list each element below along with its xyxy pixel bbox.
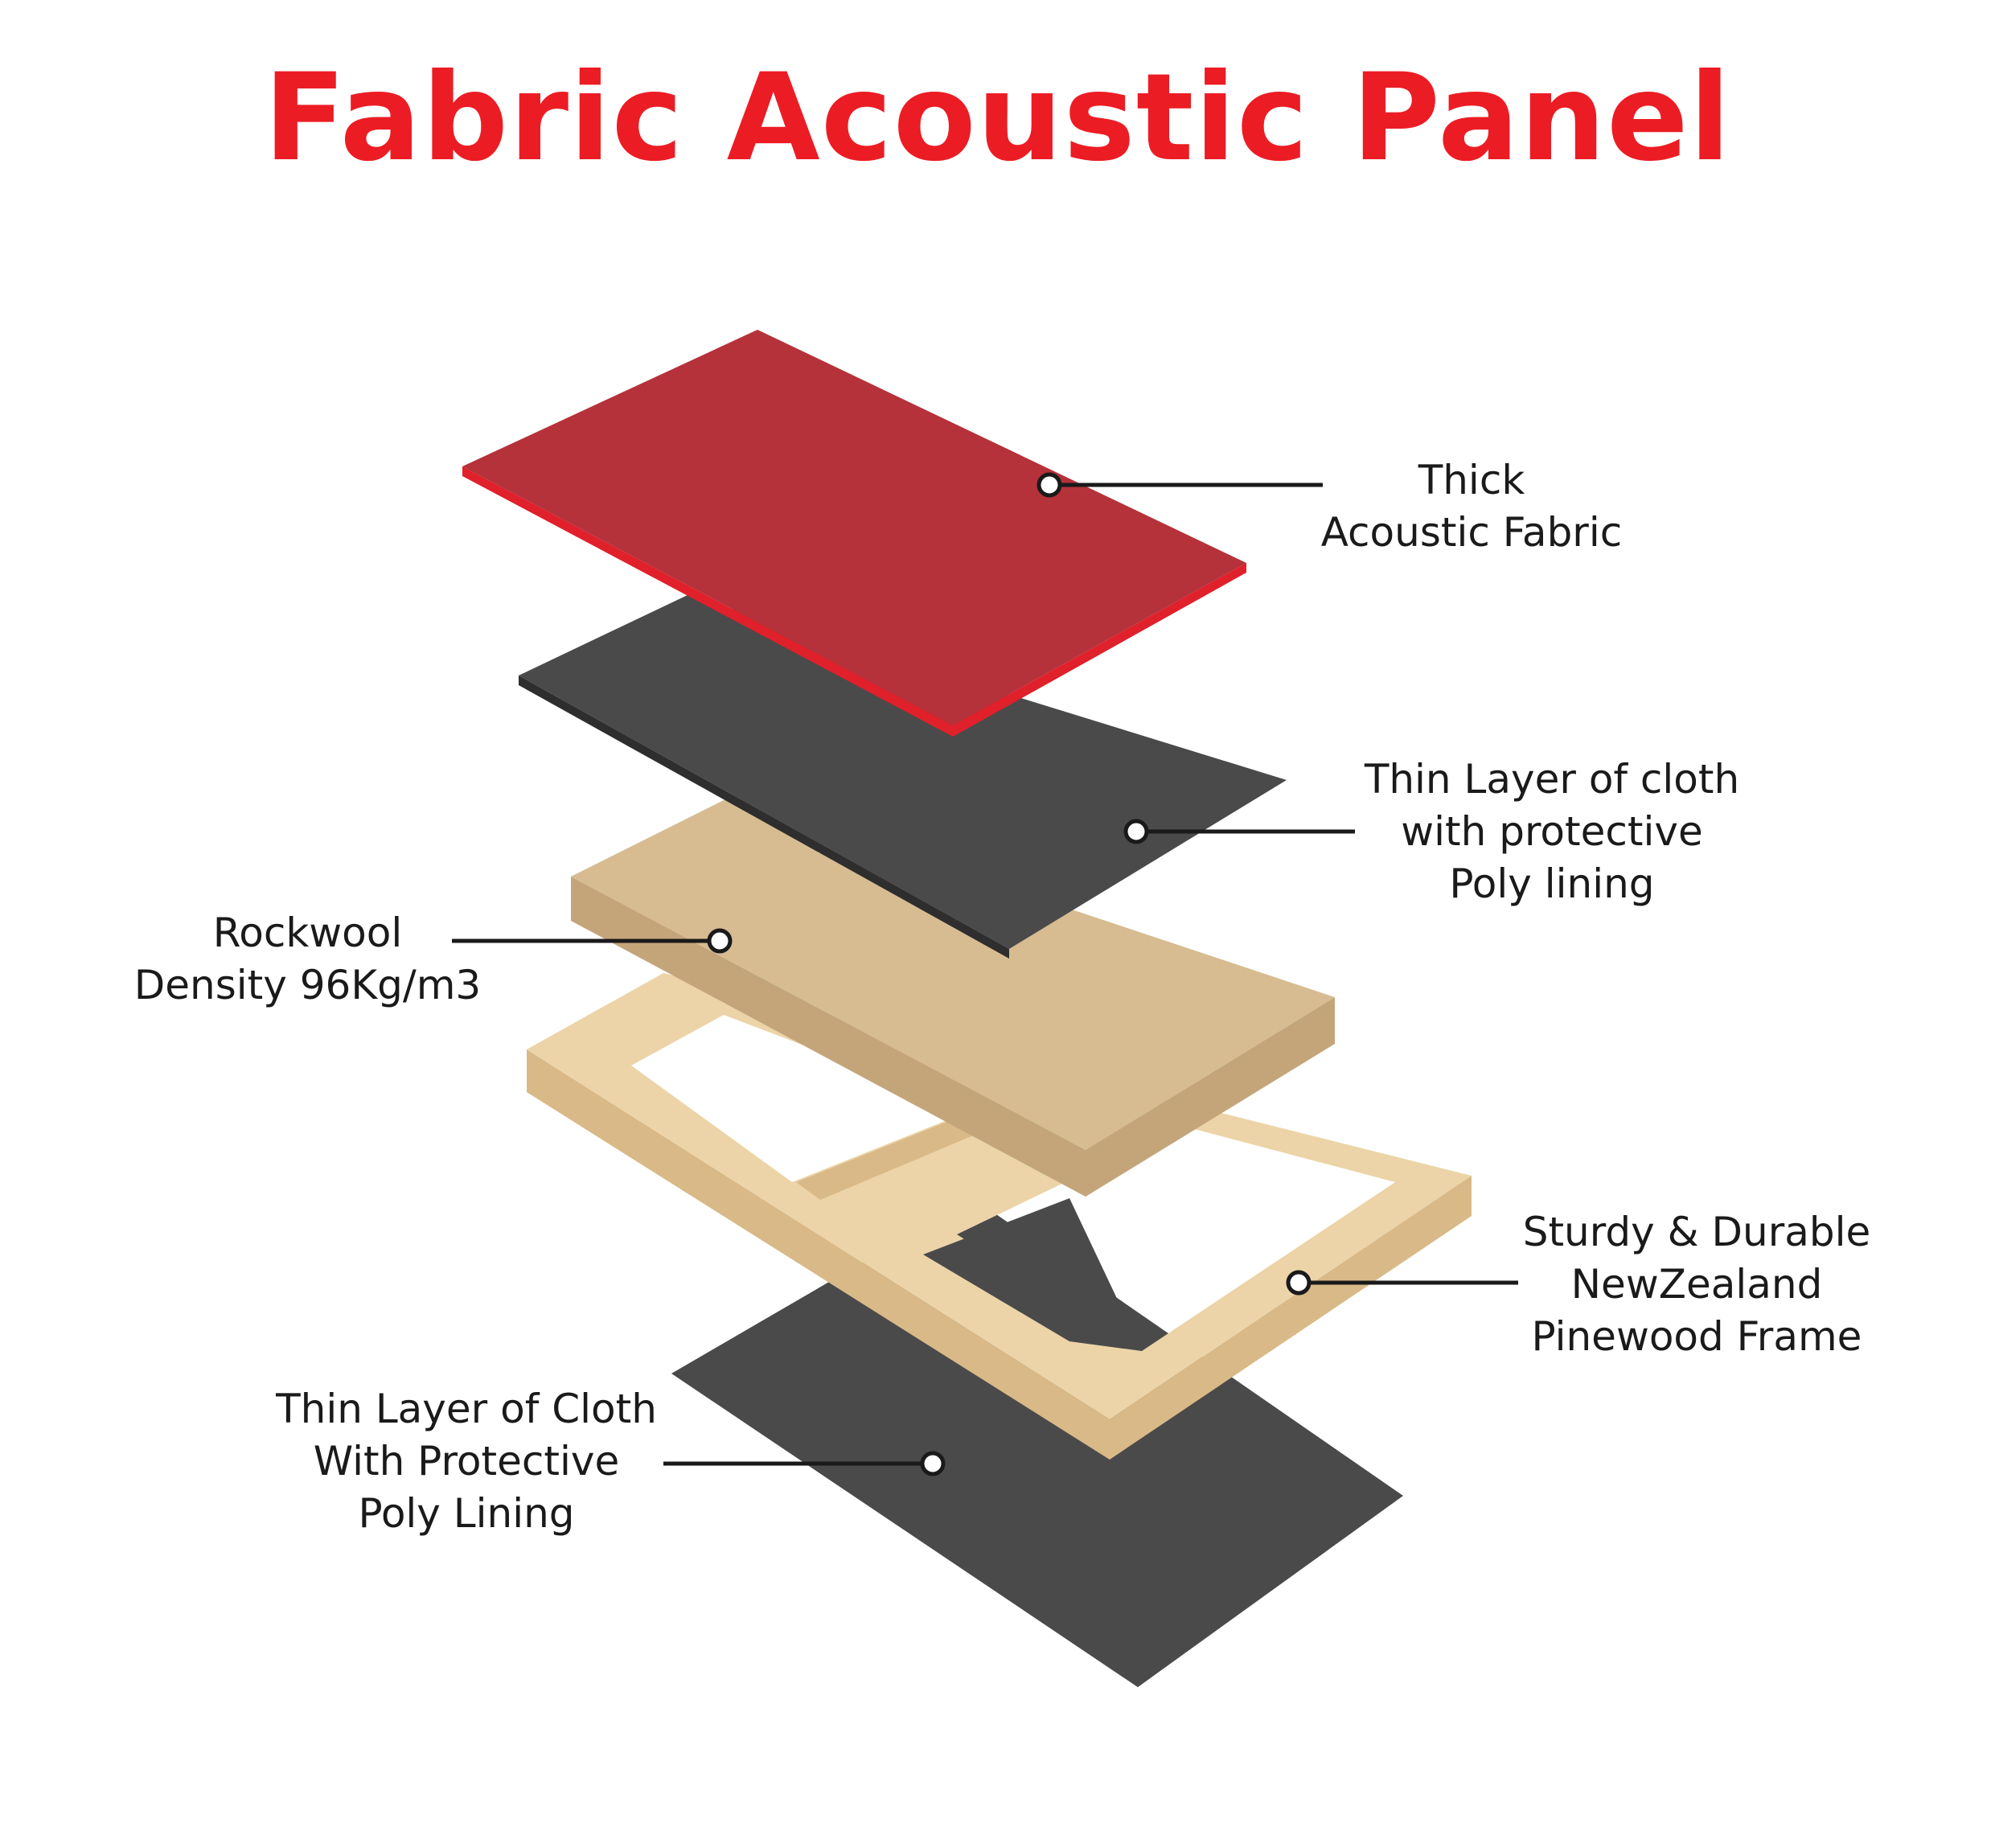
label-line: Poly Lining (358, 1490, 575, 1537)
marker-rockwool (707, 928, 733, 954)
top-cloth-edge (519, 676, 1009, 959)
page-title: Fabric Acoustic Panel (263, 48, 1732, 188)
label-line: Pinewood Frame (1531, 1313, 1862, 1360)
frame-crossbar (796, 1118, 977, 1200)
label-line: Thick (1418, 457, 1525, 503)
label-line: Acoustic Fabric (1320, 509, 1623, 556)
marker-cloth-top (1123, 819, 1149, 844)
frame-front-side (527, 1049, 1110, 1460)
label-line: Rockwool (212, 910, 403, 956)
rockwool-side-front (571, 877, 1086, 1197)
pinewood-frame (527, 973, 1472, 1419)
marker-cloth-bottom (920, 1451, 946, 1476)
fabric-edge (462, 466, 1246, 737)
label-line: Thin Layer of Cloth (276, 1386, 657, 1432)
marker-frame (1286, 1270, 1312, 1296)
acoustic-fabric-layer (462, 330, 1246, 725)
label-line: NewZealand (1570, 1261, 1823, 1308)
rockwool-side-right (1086, 997, 1335, 1197)
label-line: Thin Layer of cloth (1364, 756, 1740, 803)
label-line: Density 96Kg/m3 (133, 962, 482, 1008)
rockwool-layer (571, 796, 1335, 1150)
top-cloth-layer (519, 595, 1287, 949)
marker-fabric (1036, 472, 1062, 498)
label-line: With Protective (313, 1438, 620, 1485)
frame-right-side (1110, 1176, 1472, 1460)
frame-opening-shadow (923, 1198, 1142, 1351)
label-line: with protective (1401, 808, 1703, 855)
label-line: Sturdy & Durable (1522, 1209, 1871, 1255)
bottom-cloth-layer (671, 1198, 1403, 1687)
label-line: Poly lining (1449, 860, 1655, 907)
